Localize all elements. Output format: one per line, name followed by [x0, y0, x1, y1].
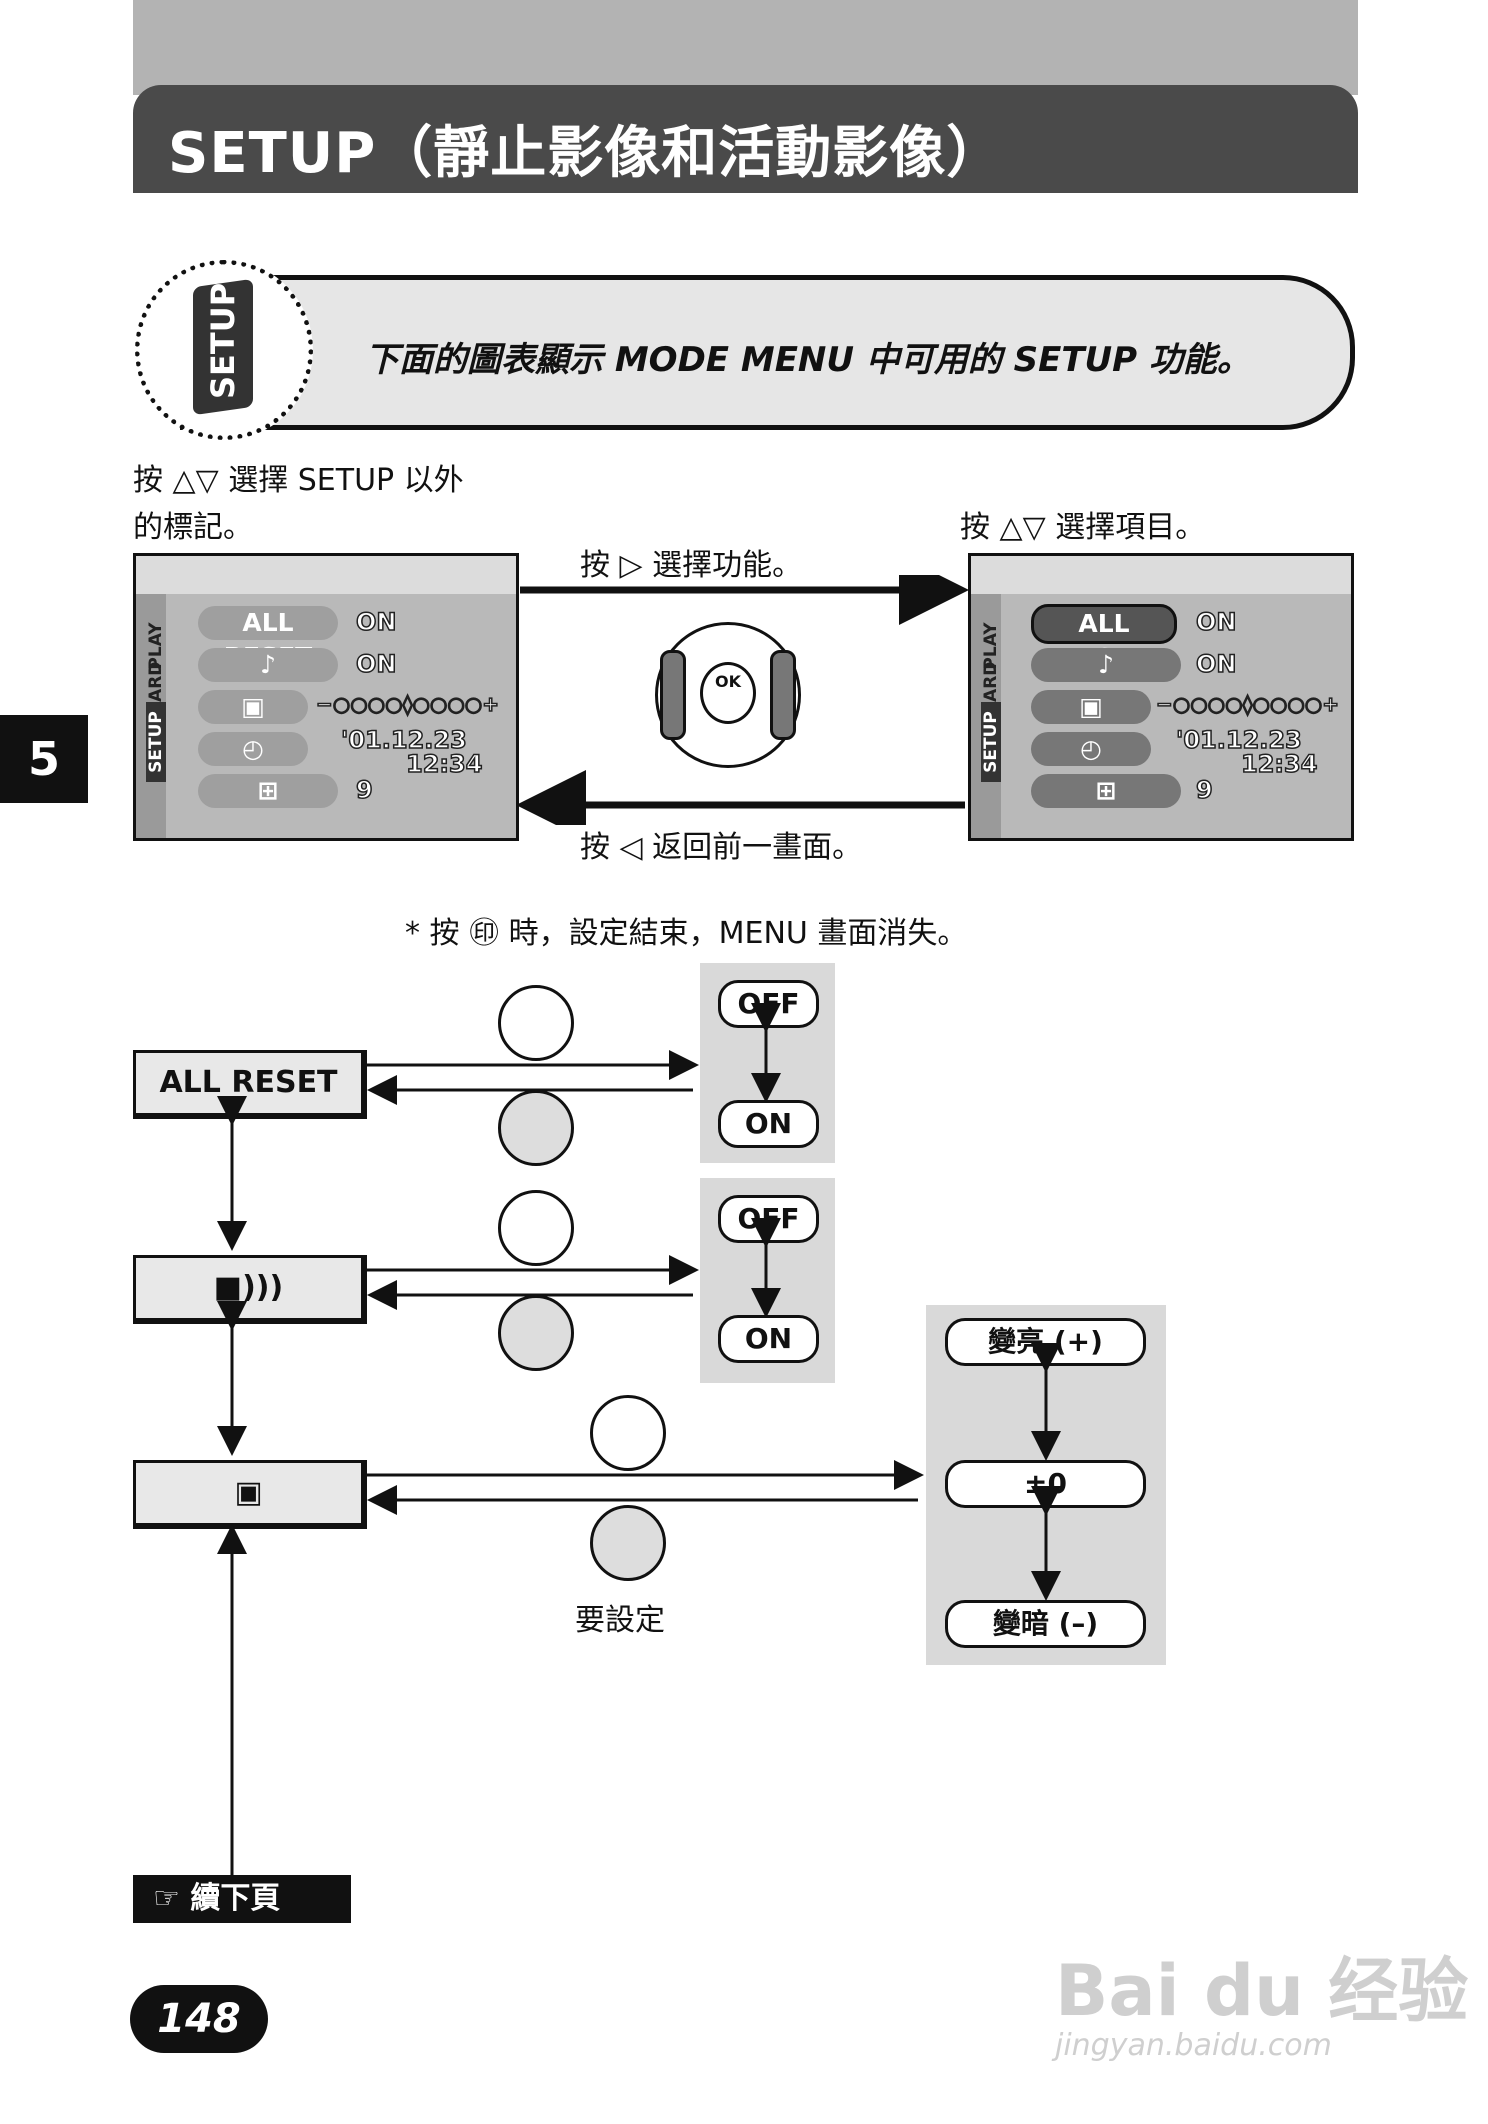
- item-monitor: ▣: [1031, 690, 1151, 724]
- val-grid: 9: [1196, 776, 1213, 804]
- tab-setup: SETUP: [146, 702, 166, 782]
- val-all-reset: ON: [1196, 608, 1237, 636]
- item-all-reset: ALL RESET: [198, 606, 338, 640]
- item-grid: ⊞: [1031, 774, 1181, 808]
- header-band: [133, 0, 1358, 95]
- dpad-right-icon: [770, 650, 796, 740]
- item-beep: ♪: [1031, 648, 1181, 682]
- left-caption-1: 按 △▽ 選擇 SETUP 以外: [133, 455, 464, 499]
- val-monitor: −○○○○◊○○○○+: [1156, 692, 1339, 716]
- arrow-left-caption: 按 ◁ 返回前一畫面。: [580, 822, 862, 866]
- option-toggle-arrows: [700, 963, 835, 1383]
- item-all-reset-selected: ALL RESET: [1031, 604, 1177, 644]
- dpad-small-icon: [498, 1090, 574, 1166]
- setup-badge-label: SETUP: [204, 289, 242, 399]
- dpad-left-icon: [660, 650, 686, 740]
- watermark-url: jingyan.baidu.com: [1055, 2028, 1332, 2063]
- val-beep: ON: [356, 650, 397, 678]
- note-caption: * 按 ㊞ 時，設定結束，MENU 畫面消失。: [405, 908, 967, 952]
- item-clock: ◴: [1031, 732, 1151, 766]
- menu-screen-right: PLAY CARD SETUP ALL RESET ♪ ▣ ◴ ⊞ ON ON …: [968, 553, 1354, 841]
- dpad-small-icon: [498, 985, 574, 1061]
- item-monitor: ▣: [198, 690, 308, 724]
- page-title: SETUP（靜止影像和活動影像）: [168, 108, 1003, 189]
- chapter-tab: 5: [0, 715, 88, 803]
- ok-button-icon: OK: [700, 662, 756, 724]
- val-beep: ON: [1196, 650, 1237, 678]
- watermark-logo: Bai du 经验: [1055, 1935, 1468, 2036]
- item-beep: ♪: [198, 648, 338, 682]
- val-time: 12:34: [406, 750, 482, 778]
- item-clock: ◴: [198, 732, 308, 766]
- brightness-toggle-arrows: [926, 1305, 1166, 1665]
- dpad-small-icon: [590, 1395, 666, 1471]
- left-caption-2: 的標記。: [133, 502, 253, 546]
- item-grid: ⊞: [198, 774, 338, 808]
- val-time: 12:34: [1241, 750, 1317, 778]
- right-caption: 按 △▽ 選擇項目。: [960, 502, 1205, 546]
- menu-screen-left: PLAY CARD SETUP ALL RESET ♪ ▣ ◴ ⊞ ON ON …: [133, 553, 519, 841]
- dpad-small-icon: [498, 1190, 574, 1266]
- dpad-small-icon: [498, 1295, 574, 1371]
- val-all-reset: ON: [356, 608, 397, 636]
- page-number: 148: [130, 1985, 268, 2053]
- val-grid: 9: [356, 776, 373, 804]
- val-monitor: −○○○○◊○○○○+: [316, 692, 499, 716]
- tab-setup: SETUP: [981, 702, 1001, 782]
- dpad-small-icon: [590, 1505, 666, 1581]
- intro-text: 下面的圖表顯示 MODE MENU 中可用的 SETUP 功能。: [365, 332, 1251, 381]
- set-label: 要設定: [575, 1595, 665, 1639]
- continue-label: ☞ 續下頁: [133, 1875, 351, 1923]
